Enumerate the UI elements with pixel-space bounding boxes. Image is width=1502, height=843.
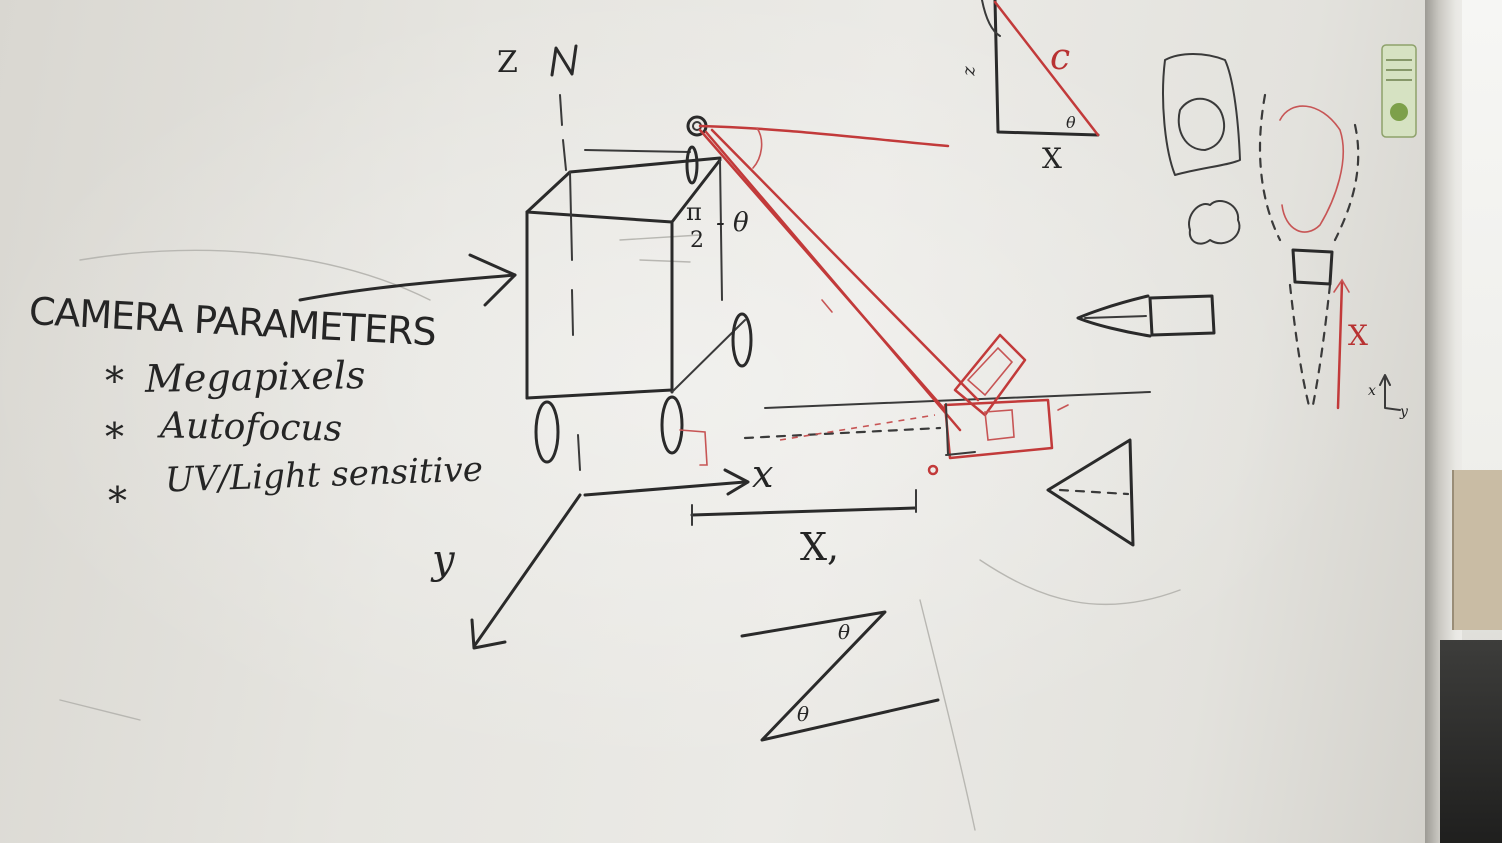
- right-sketch-x-label: X: [1348, 319, 1368, 352]
- background-dark-object: [1440, 640, 1502, 843]
- triangle-z-label: z: [958, 66, 980, 76]
- cube-vehicle: [525, 145, 753, 464]
- front-left-wheel: [534, 400, 560, 464]
- erased-ghost-marks: [59, 234, 1181, 831]
- doodle-sketches: [1162, 53, 1401, 412]
- small-axes-x-label: x: [1368, 383, 1376, 399]
- y-axis-label: y: [432, 537, 455, 583]
- rear-wheel: [731, 312, 753, 368]
- front-right-wheel: [660, 395, 684, 455]
- bullet-2-mark: *: [105, 415, 124, 459]
- ground-targets: [943, 333, 1069, 460]
- dashed-ground-lines: [679, 391, 1151, 466]
- distance-x1-label: X,: [800, 525, 840, 569]
- camera-mount: [685, 145, 699, 185]
- bullet-2-text: Autofocus: [159, 405, 343, 450]
- pointer-arrowhead: [468, 253, 517, 307]
- angle-2-label: 2: [690, 228, 704, 253]
- z-shape-theta-bottom: θ: [797, 702, 810, 726]
- triangle-c-label: c: [1050, 37, 1071, 78]
- sensor-cone-sketch: [1076, 294, 1216, 338]
- whiteboard-sticker: [1381, 44, 1417, 138]
- bullet-1-mark: *: [105, 359, 124, 403]
- z-axis-label: Z: [497, 45, 518, 80]
- z-axis: [550, 44, 578, 171]
- small-axes-y-label: y: [1400, 404, 1408, 420]
- triangle-cone-sketch: [1046, 438, 1135, 547]
- angle-minus-theta-label: - θ: [716, 208, 749, 238]
- bullet-3-text: UV/Light sensitive: [164, 449, 484, 501]
- right-triangle: [981, 0, 1100, 137]
- ground-axes: [470, 434, 750, 650]
- bullet-3-mark: *: [108, 479, 127, 523]
- z-shape-theta-top: θ: [838, 620, 851, 644]
- angle-pi-label: π: [686, 198, 702, 226]
- bullet-1-text: Megapixels: [144, 353, 366, 401]
- camera-rays: [698, 124, 980, 476]
- triangle-x-label: X: [1042, 142, 1062, 175]
- z-shape: [740, 610, 940, 742]
- triangle-theta-label: θ: [1066, 113, 1076, 132]
- background-paper-bag: [1452, 470, 1502, 630]
- x-axis-label: x: [752, 452, 774, 496]
- pointer-arrow: [298, 273, 517, 302]
- x1-dimension: [690, 489, 917, 526]
